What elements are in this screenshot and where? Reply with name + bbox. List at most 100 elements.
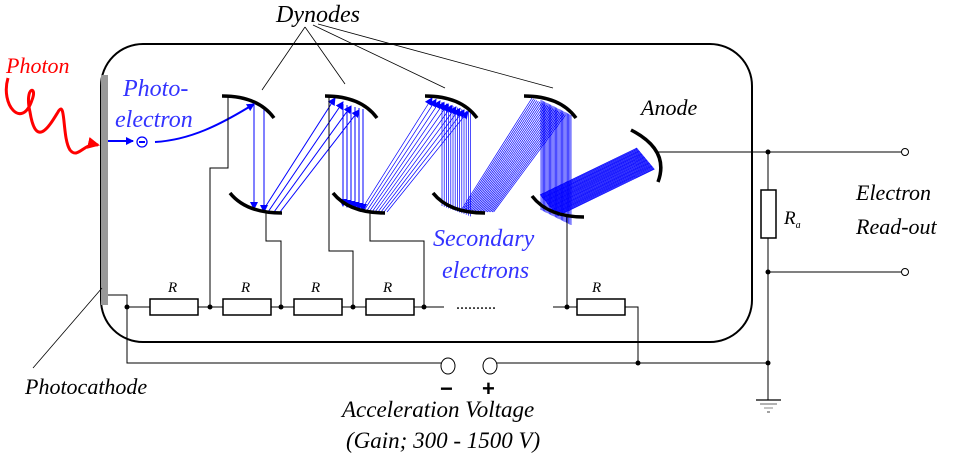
electron-path bbox=[467, 101, 541, 213]
photocathode-pointer bbox=[32, 287, 103, 369]
secondary-electrons-label-1: Secondary bbox=[433, 226, 535, 252]
electron-path bbox=[555, 166, 654, 215]
electron-path bbox=[371, 103, 449, 213]
electron-path bbox=[553, 164, 652, 213]
electron-path bbox=[472, 104, 546, 213]
electron-path bbox=[544, 153, 642, 201]
electron-path bbox=[475, 105, 549, 213]
voltage-terminal-plus[interactable] bbox=[482, 357, 498, 375]
electron-path bbox=[488, 112, 562, 213]
wiring bbox=[108, 96, 903, 400]
electron-path bbox=[462, 99, 536, 213]
dynodes bbox=[221, 94, 663, 219]
electron-path bbox=[541, 149, 639, 198]
dynode-7 bbox=[523, 94, 578, 120]
dynode-4 bbox=[331, 191, 386, 215]
photon-label: Photon bbox=[5, 53, 70, 78]
photocathode-plate bbox=[101, 75, 108, 305]
acceleration-voltage-label: Acceleration Voltage bbox=[340, 397, 534, 422]
electron-path bbox=[548, 157, 646, 206]
beam-d2-d3 bbox=[261, 97, 360, 213]
secondary-electrons-label-2: electrons bbox=[442, 258, 529, 284]
electron-path bbox=[549, 159, 648, 208]
beam-d1-d2 bbox=[250, 104, 268, 213]
electron-path bbox=[374, 104, 453, 213]
gain-range-label: (Gain; 300 - 1500 V) bbox=[346, 428, 540, 453]
electron-path bbox=[377, 106, 457, 213]
electron-path bbox=[362, 98, 437, 213]
electron-path bbox=[554, 165, 653, 214]
electron-path bbox=[554, 165, 652, 213]
electron-path bbox=[545, 154, 644, 203]
photoelectron-trajectory bbox=[154, 103, 255, 143]
electron-path bbox=[543, 151, 641, 200]
electron-path bbox=[493, 114, 566, 213]
readout-label-2: Read-out bbox=[855, 214, 938, 239]
resistor-2 bbox=[222, 298, 272, 316]
readout-terminal-bottom[interactable] bbox=[901, 268, 909, 276]
photon-wave bbox=[4, 77, 100, 155]
resistor-3 bbox=[293, 298, 343, 316]
electron-path bbox=[546, 156, 645, 204]
resistor-label-4: R bbox=[382, 280, 392, 296]
electron-path bbox=[470, 103, 544, 213]
resistor-label-1: R bbox=[167, 280, 177, 296]
electron-path bbox=[267, 101, 344, 213]
electron-path bbox=[461, 98, 534, 213]
dynodes-pointer-lines bbox=[261, 23, 554, 91]
beam-d5-d6 bbox=[441, 102, 471, 217]
electron-path bbox=[540, 148, 639, 197]
electron-path bbox=[550, 160, 649, 209]
beam-d8-anode bbox=[539, 147, 655, 217]
readout-terminal-top[interactable] bbox=[901, 148, 909, 156]
electron-path bbox=[546, 155, 644, 204]
electron-path bbox=[261, 97, 336, 213]
electron-path bbox=[550, 160, 648, 208]
electron-path bbox=[552, 162, 650, 211]
electron-path bbox=[547, 156, 645, 205]
electron-path bbox=[477, 106, 550, 213]
electron-path bbox=[557, 168, 655, 217]
electron-path bbox=[544, 153, 643, 202]
dynode-8 bbox=[530, 194, 585, 219]
electron-path bbox=[368, 101, 445, 213]
electron-path bbox=[555, 166, 653, 214]
electron-path bbox=[556, 168, 655, 216]
resistor-label-5: R bbox=[591, 280, 601, 296]
beam-d6-d7 bbox=[459, 97, 566, 213]
dynode-5 bbox=[424, 94, 479, 120]
dynode-2 bbox=[228, 191, 283, 215]
minus-sign: − bbox=[440, 376, 453, 401]
dynodes-label: Dynodes bbox=[275, 2, 360, 28]
resistor-4 bbox=[365, 298, 415, 316]
anode bbox=[630, 128, 663, 183]
resistor-1 bbox=[149, 298, 199, 316]
electron-path bbox=[380, 107, 461, 213]
dynode-3 bbox=[324, 94, 379, 120]
photocathode-label: Photocathode bbox=[24, 374, 147, 399]
secondary-electron-beams bbox=[250, 97, 655, 225]
electron-path bbox=[478, 107, 552, 213]
electron-path bbox=[365, 100, 441, 213]
electron-path bbox=[469, 102, 542, 213]
electron-path bbox=[483, 109, 557, 213]
electron-path bbox=[474, 105, 547, 213]
electron-path bbox=[466, 101, 539, 213]
electron-path bbox=[552, 163, 651, 211]
electron-path bbox=[545, 154, 643, 202]
resistor-5 bbox=[576, 298, 626, 316]
ground-symbol bbox=[756, 399, 781, 413]
electron-path bbox=[464, 100, 538, 213]
electron-path bbox=[279, 109, 360, 213]
junction-dots bbox=[124, 149, 771, 366]
electron-path bbox=[543, 152, 642, 201]
electron-path bbox=[556, 167, 654, 216]
electron-path bbox=[541, 150, 640, 198]
voltage-terminal-minus[interactable] bbox=[440, 357, 456, 375]
load-resistor-label: Ra bbox=[783, 208, 801, 231]
resistor-label-2: R bbox=[240, 280, 250, 296]
electron-path bbox=[542, 150, 640, 199]
electron-path bbox=[359, 97, 433, 213]
